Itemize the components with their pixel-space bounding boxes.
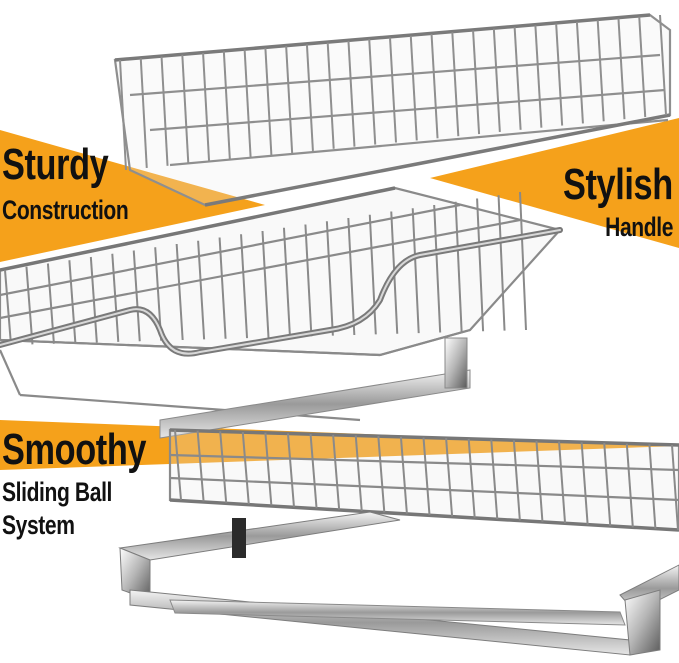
basket-wire [241,431,250,505]
basket-wire [305,44,314,152]
basket-wire [181,54,190,164]
sturdy-subtitle: Construction [2,195,129,225]
basket-wire [492,28,501,132]
basket-wire [409,35,418,141]
basket-wire [671,444,679,531]
basket-wire [309,434,318,509]
basket-wire [472,30,481,135]
basket-wire [282,227,291,337]
basket-wire [422,437,431,516]
basket-wire [111,253,120,342]
basket-wire [160,56,169,166]
basket-wire [534,25,543,128]
basket-wire [240,234,249,339]
basket-wire [411,208,420,334]
basket-wire [219,431,228,503]
smoothy-line3: System [2,510,75,540]
basket-wire [197,240,206,340]
basket-wire [476,198,485,332]
basket-wire [433,204,442,333]
banner-stylish [430,118,679,248]
smoothy-line2: Sliding Ball [2,477,112,507]
basket-wire [497,195,506,331]
basket-wire [648,444,657,529]
stylish-title: Stylish [563,160,673,209]
basket-wire [603,442,612,526]
basket-wire [596,20,605,122]
bottom-slide-frame [118,511,679,656]
basket-wire [513,27,522,130]
basket-wire [617,18,626,120]
basket-wire [304,224,313,337]
basket-wire [325,221,334,336]
basket-wire [354,435,363,511]
basket-wire [555,23,564,126]
basket-wire [454,201,463,332]
basket-wire [286,433,295,507]
top-basket [113,13,672,207]
basket-wire [368,214,377,335]
basket-wire [196,430,205,502]
basket-wire [175,243,184,341]
basket-wire [445,438,454,517]
basket-wire [575,21,584,124]
basket-wire [326,42,335,149]
basket-wire [119,59,127,171]
middle-slide-rail [159,369,471,439]
basket-wire [132,250,141,342]
basket-wire [4,269,12,346]
top-basket-wires [119,14,667,171]
basket-wire [377,436,386,513]
basket-wire [512,440,521,521]
basket-wire [347,40,356,147]
basket-wire [285,46,294,154]
basket-wire [558,441,567,524]
basket-wire [490,439,499,520]
basket-wire [638,16,647,118]
bottom-basket-wires [174,429,679,531]
basket-wire [535,440,544,522]
basket-wire [139,58,148,168]
sturdy-title: Sturdy [2,140,109,189]
basket-wire [368,39,377,145]
basket-wire [202,53,211,162]
basket-wire [332,434,341,510]
stylish-subtitle: Handle [605,212,673,242]
smoothy-title: Smoothy [2,425,147,474]
middle-basket [0,186,563,422]
basket-wire [174,429,182,501]
basket-wire [389,37,397,143]
basket-wire [25,266,34,345]
basket-wire [430,33,439,139]
basket-wire [264,432,273,506]
basket-wire [261,230,270,338]
basket-wire [399,436,408,514]
basket-wire [580,442,589,525]
basket-wire [347,217,356,336]
basket-wire [451,32,460,137]
basket-wire [625,443,634,528]
basket-wire [467,438,476,518]
basket-wire [89,256,98,343]
basket-wire [519,191,527,331]
basket-wire [243,49,252,158]
basket-wire [68,260,77,344]
basket-wire [659,14,667,116]
basket-wire [218,237,227,339]
banner-sturdy [0,130,265,262]
basket-wire [222,51,231,160]
bottom-basket [168,428,679,532]
basket-wire [264,47,273,156]
